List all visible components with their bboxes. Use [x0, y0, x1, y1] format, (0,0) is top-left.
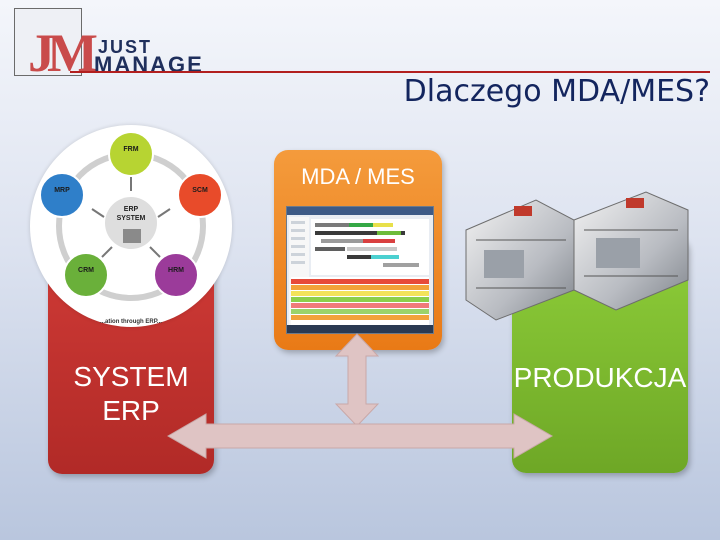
mes-panel-label: MDA / MES: [301, 164, 415, 189]
erp-panel-label: SYSTEM ERP: [73, 361, 189, 426]
production-panel-label: PRODUKCJA: [513, 362, 687, 393]
company-logo: JM JUST MANAGE: [14, 8, 274, 80]
erp-modules-diagram: ERP SYSTEM FRM SCM HRM CRM MRP ...ation …: [30, 125, 232, 327]
logo-text-just: JUST: [98, 37, 153, 57]
erp-center-label-1: ERP: [124, 206, 139, 213]
module-hrm-code: HRM: [168, 267, 184, 274]
mes-panel: MDA / MES: [274, 150, 442, 350]
module-scm-code: SCM: [192, 187, 208, 194]
module-frm-code: FRM: [123, 146, 138, 153]
erp-diagram-caption: ...ation through ERP...: [100, 319, 162, 325]
mes-software-screenshot: [286, 206, 434, 334]
machines-graphic: [465, 191, 689, 321]
logo-frame: [14, 8, 82, 76]
horizontal-arrow-icon: [167, 413, 553, 459]
module-mrp-code: MRP: [54, 187, 70, 194]
production-machines-image: [456, 180, 696, 330]
logo-text-manage: MANAGE: [94, 52, 204, 77]
slide-title: Dlaczego MDA/MES?: [403, 74, 710, 109]
mes-screenshot-graphic: [287, 207, 433, 333]
erp-center-label-2: SYSTEM: [117, 215, 146, 222]
title-underline: [70, 71, 710, 73]
module-crm-code: CRM: [78, 267, 94, 274]
vertical-arrow-icon: [334, 333, 380, 427]
erp-diagram-graphic: ERP SYSTEM FRM SCM HRM CRM MRP ...ation …: [39, 131, 223, 325]
